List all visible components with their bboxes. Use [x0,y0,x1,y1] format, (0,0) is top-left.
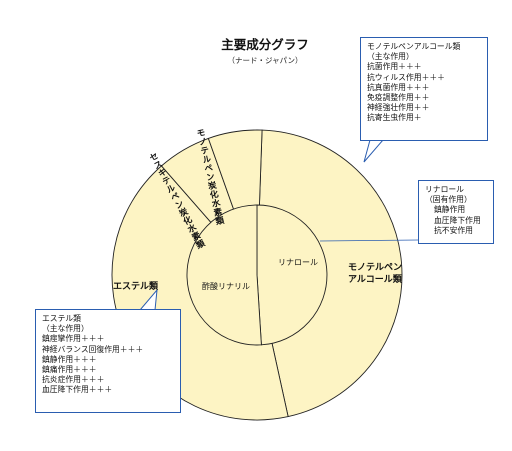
callout-line: 神経バランス回復作用＋＋＋ [42,344,144,354]
outer-ring-segment-0 [256,129,403,418]
chart-subtitle: （ナード・ジャパン） [227,56,303,65]
callout-line: 鎮痙攣作用＋＋＋ [42,334,105,344]
label-monoterpene-alcohols: モノテルペン アルコール類 [348,262,402,286]
callout-line: （主な作用） [42,324,89,334]
label-esters: エステル類 [113,282,159,292]
callout-esters: エステル類 （主な作用） 鎮痙攣作用＋＋＋ 神経バランス回復作用＋＋＋ 鎮静作用… [35,309,181,413]
callout-line: 血圧降下作用＋＋＋ [42,385,113,395]
callout-tails [138,139,419,311]
callout-linalool: リナロール （固有作用） 鎮静作用 血圧降下作用 抗不安作用 [418,180,494,244]
inner-ring [186,204,328,346]
callout-line: モノテルペンアルコール類 [367,42,461,51]
chart-title-block: 主要成分グラフ （ナード・ジャパン） [190,34,340,66]
callout-line: 血圧降下作用 [434,215,481,225]
callout-line: 鎮静作用＋＋＋ [42,354,97,364]
callout-tail-monoterpene-alcohol [363,139,385,163]
callout-line: 抗菌作用＋＋＋ [367,62,422,72]
callout-line: 鎮痛作用＋＋＋ [42,365,97,375]
callout-line: 抗真菌作用＋＋＋ [367,82,430,92]
callout-line: 抗寄生虫作用＋ [367,113,422,123]
label-linalool: リナロール [278,258,318,267]
callout-line: （主な作用） [367,52,414,62]
callout-monoterpene-alcohols: モノテルペンアルコール類 （主な作用） 抗菌作用＋＋＋ 抗ウィルス作用＋＋＋ 抗… [360,37,488,141]
label-linalyl-acetate: 酢酸リナリル [202,282,250,291]
callout-line: 神経強壮作用＋＋ [367,103,430,113]
callout-line: 抗炎症作用＋＋＋ [42,375,105,385]
chart-title: 主要成分グラフ [221,37,309,52]
callout-line: 抗ウィルス作用＋＋＋ [367,72,445,82]
callout-line: 免疫調整作用＋＋ [367,93,430,103]
inner-ring-segment-1 [186,204,262,346]
callout-line: エステル類 [42,314,81,323]
callout-line: リナロール [425,185,464,194]
inner-ring-segment-0 [256,204,328,346]
callout-line: （固有作用） [425,195,472,205]
callout-line: 抗不安作用 [434,225,473,235]
callout-pointer-linalool [319,239,419,242]
callout-line: 鎮静作用 [434,205,466,215]
label-monoterpene-alcohols-line2: アルコール類 [348,275,402,285]
label-monoterpene-alcohols-line1: モノテルペン [348,263,403,273]
